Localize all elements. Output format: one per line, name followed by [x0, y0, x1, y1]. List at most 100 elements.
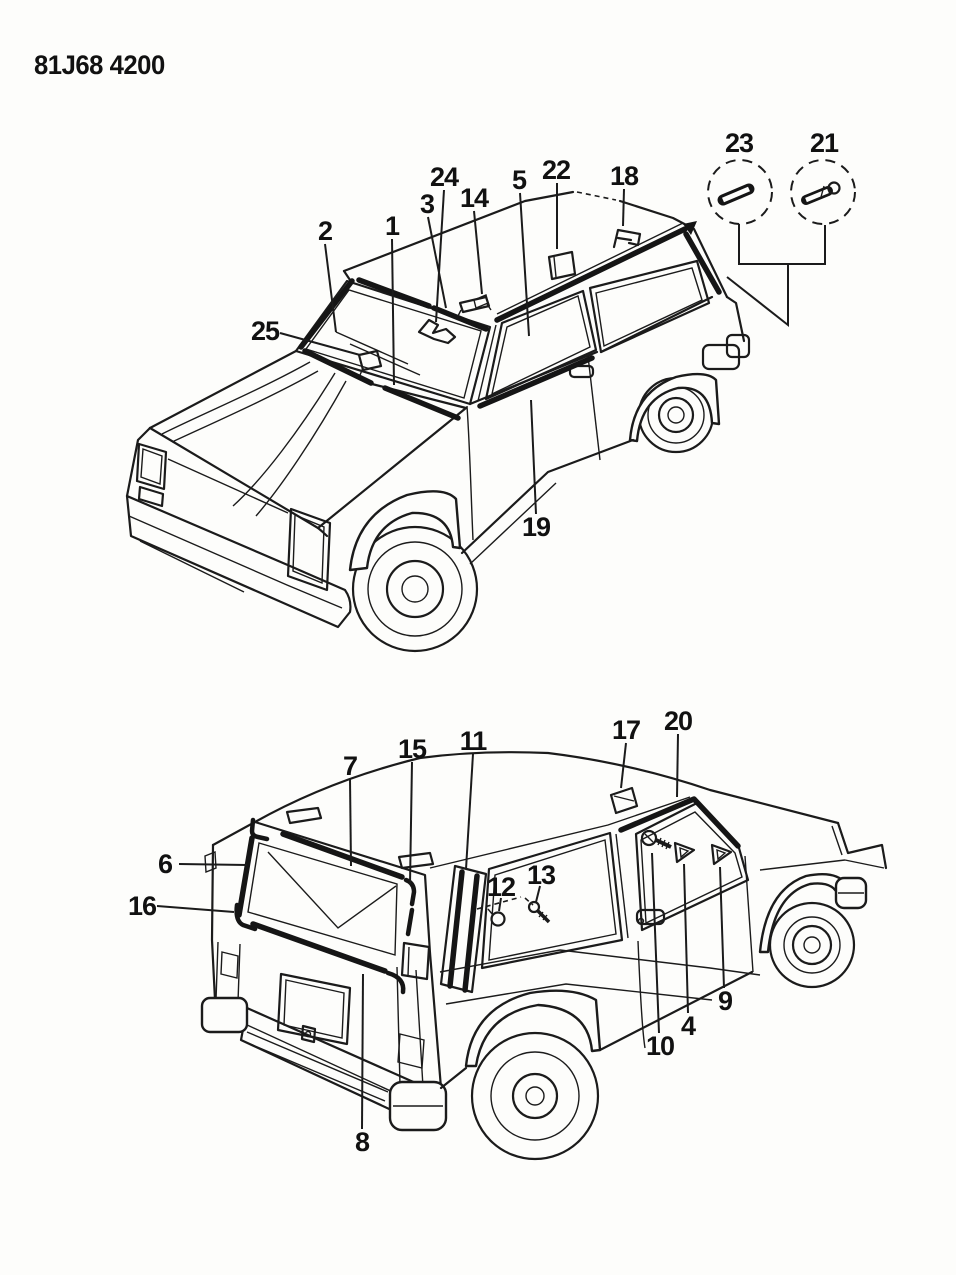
callout-leader-18	[622, 188, 625, 227]
rocker-line-2	[469, 482, 557, 565]
windshield-reflections	[335, 331, 421, 376]
callout-label-5: 5	[512, 165, 527, 195]
callout-leader-20	[676, 733, 679, 798]
hood-left-edge	[148, 349, 298, 430]
callout-leader-25	[279, 332, 361, 356]
hood-right-edge	[316, 406, 468, 530]
callout-label-20: 20	[664, 706, 692, 736]
callout-label-25: 25	[251, 316, 280, 346]
callout-label-16: 16	[128, 891, 157, 921]
rear-roof-corner	[618, 199, 729, 299]
callout-label-3: 3	[420, 189, 435, 219]
callout-leader-2	[324, 243, 337, 333]
rocker-line	[460, 438, 635, 555]
front-face-crease	[167, 458, 289, 514]
page-title: 81J68 4200	[34, 50, 165, 80]
front-fender-flare	[348, 490, 462, 572]
front-wheel	[351, 525, 479, 653]
left-pillar-lines	[215, 941, 241, 1003]
rear-wheel	[470, 1031, 600, 1161]
hood-crease-lines	[161, 361, 319, 443]
callout-label-12: 12	[487, 872, 515, 902]
left-headlight-inner	[140, 448, 163, 485]
taillight-inner	[407, 946, 410, 977]
moulding-belt-19	[477, 355, 595, 409]
rear-fender-flare	[628, 372, 721, 443]
triangle-trim-4-inner	[679, 846, 690, 859]
callout-label-24: 24	[430, 162, 459, 192]
callout-leader-24	[435, 189, 445, 323]
callout-label-21: 21	[810, 128, 839, 158]
moulding-corner-tl	[249, 817, 270, 842]
detail-circle-21	[790, 159, 856, 225]
callout-label-4: 4	[681, 1011, 696, 1041]
right-headlight-inner	[292, 513, 325, 585]
plate-recess-inner	[283, 979, 345, 1039]
right-pillar-detail	[397, 1033, 425, 1069]
callout-label-17: 17	[612, 715, 640, 745]
tailgate-bottom-edges	[242, 1031, 389, 1102]
clip-22	[547, 250, 577, 281]
plate-recess	[276, 972, 352, 1046]
callout-label-2: 2	[318, 216, 332, 246]
left-headlight	[135, 442, 168, 491]
hood-center-creases	[232, 372, 347, 517]
front-bumper-inner-line	[128, 515, 343, 609]
moulding-arrowhead	[683, 221, 697, 235]
callout-leader-16	[156, 905, 235, 913]
clip-14-feet	[457, 303, 492, 317]
a-pillar-front	[836, 821, 888, 870]
door-window	[634, 801, 750, 932]
callout-label-1: 1	[385, 211, 400, 241]
triangle-trim-4	[673, 841, 696, 864]
grommet-part-12	[487, 908, 506, 927]
callout-leader-12	[498, 897, 502, 912]
clip-25	[357, 349, 383, 372]
rear-window-glass	[247, 842, 398, 956]
callout-leader-8	[361, 973, 364, 1130]
detail-connector	[726, 224, 826, 328]
clip-17	[609, 786, 639, 815]
lower-body-edge	[439, 970, 754, 1090]
rear-face-top-edge	[253, 820, 432, 955]
drip-rail-line	[496, 222, 684, 315]
moulding-bottom-8	[250, 921, 388, 974]
moulding-d-pillar-11	[447, 869, 480, 993]
callout-label-14: 14	[460, 183, 489, 213]
detail-circle-23	[707, 159, 773, 225]
rear-fender-flare	[464, 989, 602, 1068]
clip-17-fold	[613, 795, 635, 802]
callout-label-18: 18	[610, 161, 639, 191]
tailgate-handle	[300, 1024, 317, 1044]
left-turn-signal	[137, 485, 165, 508]
callout-leader-4	[683, 863, 689, 1014]
clip-18	[612, 228, 642, 249]
far-roofline-dashes	[576, 191, 617, 201]
cargo-window-inner	[488, 839, 617, 961]
triangle-trim-9-inner	[716, 848, 727, 861]
callout-leader-15	[409, 761, 413, 885]
callout-label-22: 22	[542, 155, 570, 185]
beltline-creases	[439, 949, 761, 1005]
b-pillar-line	[477, 324, 497, 402]
callout-leader-1	[391, 238, 395, 386]
callout-leader-3	[427, 216, 447, 309]
b-pillar-line	[615, 833, 629, 939]
door-window	[484, 289, 598, 401]
far-roofline	[342, 190, 575, 273]
callout-label-19: 19	[522, 512, 551, 542]
door-handle	[568, 364, 595, 379]
triangle-trim-9	[710, 843, 733, 866]
callout-label-7: 7	[343, 751, 357, 781]
moulding-rear-pillar-18	[683, 231, 722, 295]
screw-part-10	[640, 829, 672, 850]
air-dam-line	[139, 540, 245, 593]
callout-leader-19	[530, 399, 537, 515]
callout-leader-7	[349, 778, 352, 867]
rear-body-edge	[725, 295, 746, 343]
moulding-corner-16	[234, 902, 258, 932]
moulding-left-6	[236, 835, 255, 918]
